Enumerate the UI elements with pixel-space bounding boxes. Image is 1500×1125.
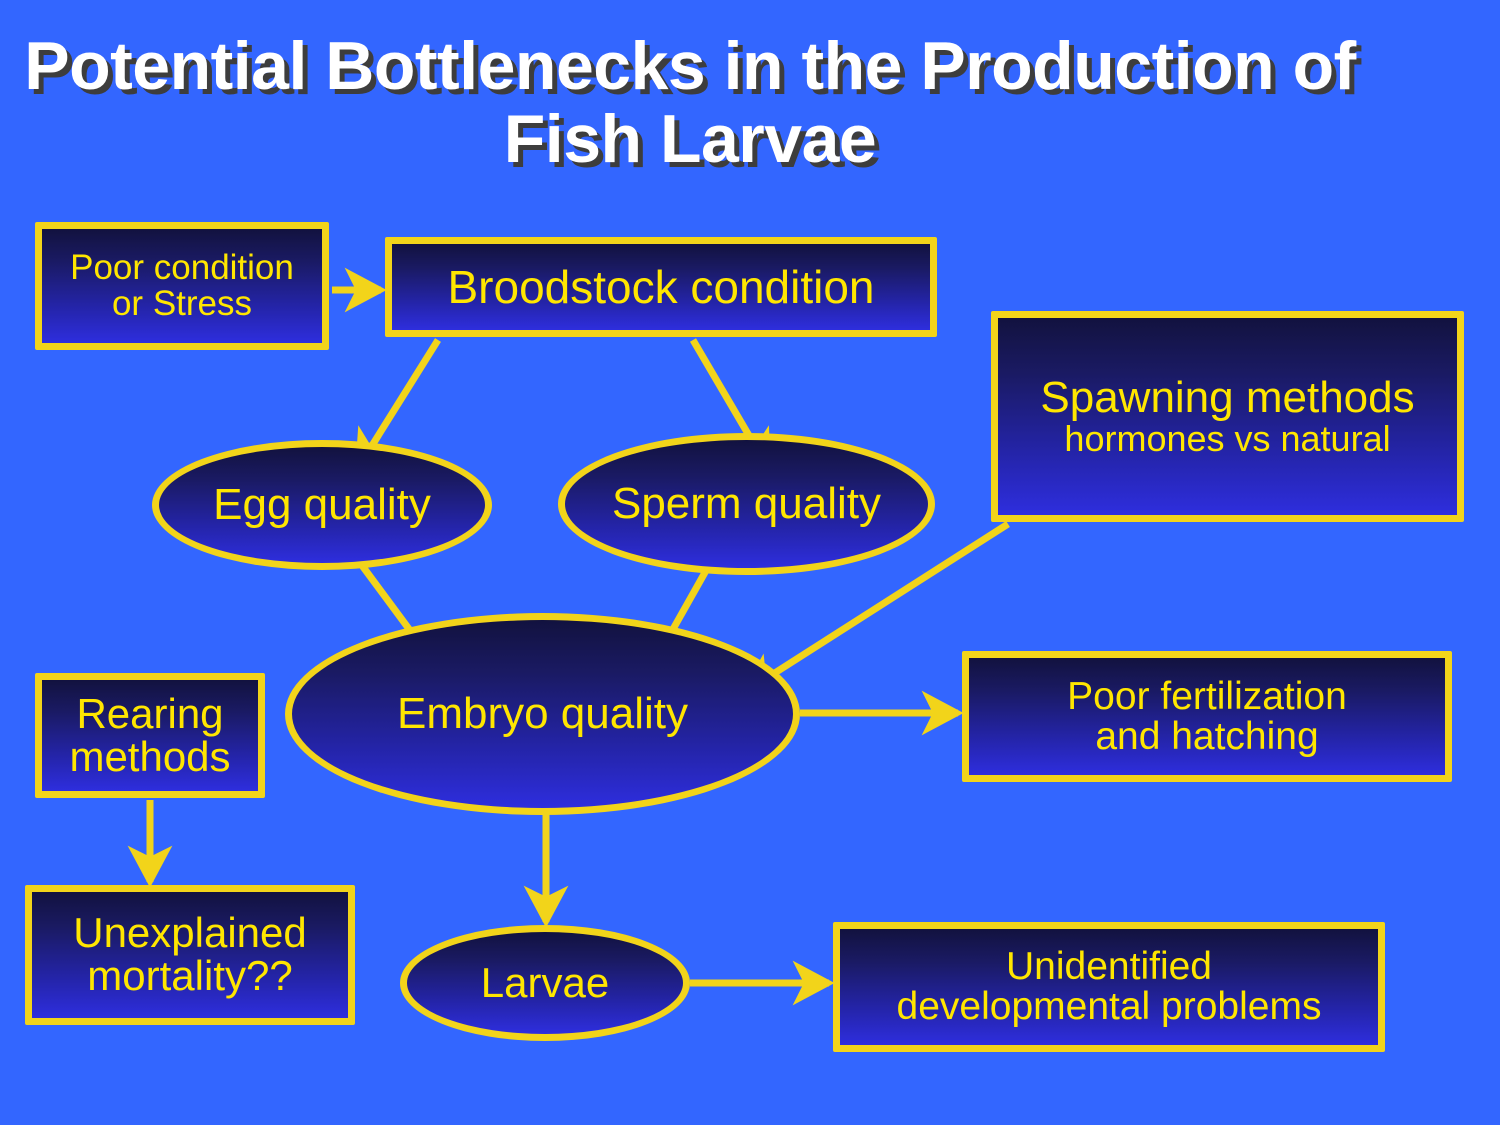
node-rearing-methods[interactable]: Rearing methods — [35, 673, 265, 798]
node-sperm-quality-label: Sperm quality — [611, 478, 881, 528]
node-larvae[interactable]: Larvae — [400, 925, 690, 1041]
node-spawning-methods-label: Spawning methods — [1040, 372, 1415, 422]
node-poor-fertilization-and-hatching-label: Poor fertilization and hatching — [1067, 674, 1347, 758]
node-broodstock-condition[interactable]: Broodstock condition — [385, 237, 937, 337]
node-spawning-methods[interactable]: Spawning methods hormones vs natural — [991, 311, 1464, 522]
page-title: Potential Bottlenecks in the Production … — [24, 28, 1356, 178]
node-poor-condition-or-stress[interactable]: Poor condition or Stress — [35, 222, 329, 350]
node-sperm-quality[interactable]: Sperm quality — [558, 433, 935, 575]
node-larvae-label: Larvae — [480, 958, 610, 1006]
node-egg-quality-label: Egg quality — [213, 479, 431, 529]
node-poor-condition-or-stress-label: Poor condition or Stress — [70, 248, 294, 323]
node-unexplained-mortality[interactable]: Unexplained mortality?? — [25, 885, 355, 1025]
node-poor-fertilization-and-hatching[interactable]: Poor fertilization and hatching — [962, 651, 1452, 782]
node-unexplained-mortality-label: Unexplained mortality?? — [73, 909, 307, 999]
node-rearing-methods-label: Rearing methods — [69, 689, 231, 780]
node-broodstock-condition-label: Broodstock condition — [447, 260, 875, 313]
node-unidentified-developmental-problems[interactable]: Unidentified developmental problems — [833, 922, 1385, 1052]
node-embryo-quality[interactable]: Embryo quality — [285, 613, 800, 815]
node-embryo-quality-label: Embryo quality — [396, 688, 688, 738]
node-egg-quality[interactable]: Egg quality — [152, 440, 492, 570]
node-unidentified-developmental-problems-label: Unidentified developmental problems — [896, 945, 1322, 1028]
node-spawning-methods-sublabel: hormones vs natural — [1064, 417, 1391, 459]
